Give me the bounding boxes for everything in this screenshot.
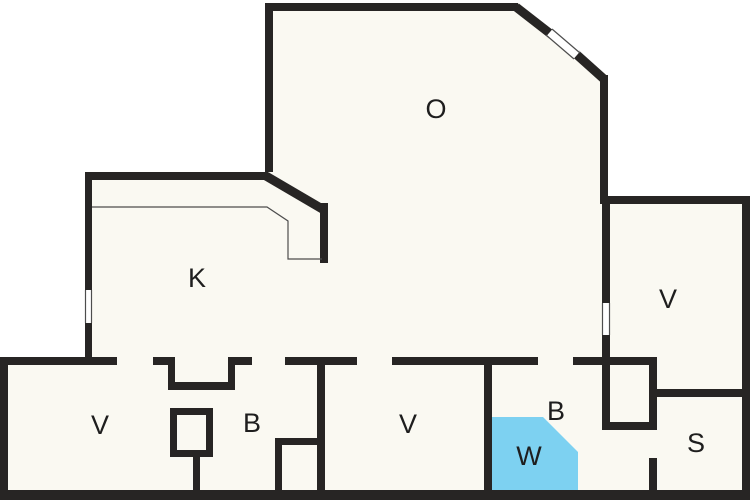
wall-segment (85, 172, 268, 180)
wall-segment (317, 357, 325, 493)
diagonal-walls (263, 3, 609, 214)
wall-segment (228, 357, 235, 390)
room-w-highlight[interactable] (491, 417, 578, 490)
room-label-v-south: V (399, 409, 417, 439)
room-label-s: S (687, 428, 705, 458)
wall-segment (484, 357, 492, 493)
wall-segment (170, 408, 177, 457)
wall-segment (602, 422, 657, 430)
wall-segment (265, 3, 518, 11)
room-label-k: K (188, 263, 206, 293)
walls (0, 3, 750, 500)
wall-segment (742, 196, 750, 500)
wall-segment (573, 357, 657, 365)
wall-segment (600, 196, 750, 204)
window-gaps (85, 290, 610, 335)
floor-area (0, 3, 750, 500)
wall-segment (168, 382, 233, 390)
wall-segment (170, 408, 213, 415)
wall-segment (85, 323, 92, 364)
room-labels: O K V B V B W V S (91, 94, 705, 471)
wall-segment (168, 357, 175, 390)
wall-segment (600, 75, 608, 204)
kitchen-counter-line (92, 206, 322, 260)
room-label-w: W (516, 441, 542, 471)
wall-segment (263, 172, 327, 214)
window (85, 290, 92, 323)
wall-segment (275, 438, 282, 491)
wall-segment (170, 450, 213, 457)
wall-segment (572, 50, 609, 84)
window-frame-line (545, 34, 575, 60)
room-label-o: O (425, 94, 446, 124)
wall-segment (0, 490, 750, 500)
window (547, 28, 580, 59)
wall-segment (275, 438, 320, 445)
wall-segment (228, 357, 252, 365)
window (602, 303, 610, 335)
wall-segment (265, 3, 273, 172)
wall-segment (649, 458, 657, 493)
wall-segment (602, 204, 610, 303)
wall-segment (513, 3, 555, 39)
wall-segment (193, 455, 200, 493)
room-label-v-southwest: V (91, 410, 109, 440)
wall-segment (206, 408, 213, 457)
wall-segment (0, 357, 117, 365)
window-frame-line (551, 28, 581, 54)
wall-segment (602, 335, 610, 430)
wall-segment (153, 357, 173, 365)
wall-segment (85, 172, 92, 290)
wall-segment (0, 357, 8, 500)
wall-segment (649, 389, 750, 397)
room-label-b-west: B (243, 408, 261, 438)
room-label-b-east: B (547, 396, 565, 426)
wall-segment (392, 357, 538, 365)
wall-segment (320, 203, 328, 263)
counter-and-frames (84, 28, 611, 335)
room-label-v-east: V (659, 284, 677, 314)
